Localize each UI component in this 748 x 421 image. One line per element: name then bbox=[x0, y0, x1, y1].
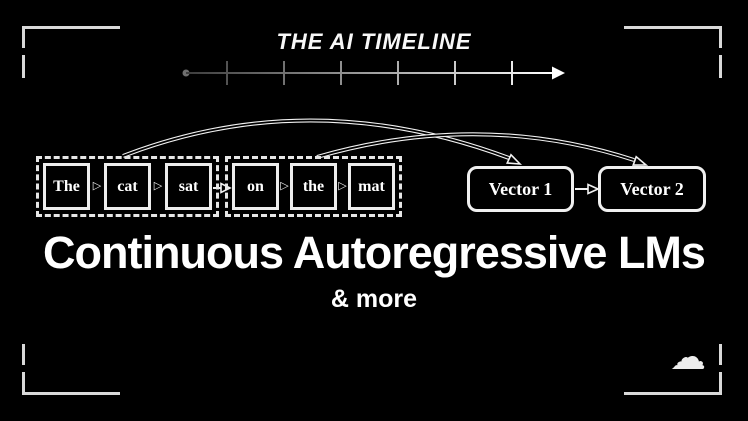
frame-corner-bottom-right bbox=[719, 372, 722, 395]
timeline-arrowhead-icon bbox=[552, 66, 565, 80]
cloud-icon: ☁ bbox=[670, 337, 706, 378]
frame-corner-top-right bbox=[624, 26, 722, 29]
frame-corner-bottom-left bbox=[22, 372, 25, 395]
token-box: mat bbox=[348, 163, 395, 210]
video-title: Continuous Autoregressive LMs bbox=[43, 227, 706, 278]
attention-arc-chunk1-to-vector1 bbox=[122, 119, 510, 159]
token-box: sat bbox=[165, 163, 212, 210]
vector-2-box: Vector 2 bbox=[598, 166, 706, 212]
token-box: cat bbox=[104, 163, 151, 210]
frame-corner-top-left bbox=[22, 26, 120, 29]
token-arrow-icon: ▷ bbox=[338, 180, 347, 192]
frame-corner-top-left bbox=[22, 26, 25, 48]
timeline-start-dot bbox=[182, 69, 190, 77]
arrowhead-icon bbox=[587, 183, 600, 195]
token-arrow-icon: ▷ bbox=[280, 180, 289, 192]
token-box: The bbox=[43, 163, 90, 210]
token-box: the bbox=[290, 163, 337, 210]
token-arrow-icon: ▷ bbox=[92, 180, 102, 192]
token-chunk-2: on ▷ the ▷ mat bbox=[225, 156, 402, 217]
frame-corner-bottom-left bbox=[22, 392, 120, 395]
frame-corner-top-left bbox=[22, 55, 25, 78]
attention-arc-chunk1-to-vector1 bbox=[122, 118, 510, 160]
token-box: on bbox=[232, 163, 279, 210]
arrowhead-icon bbox=[632, 155, 649, 166]
frame-corner-bottom-left bbox=[22, 344, 25, 365]
token-arrow-icon: ▷ bbox=[153, 180, 163, 192]
page-title: THE AI TIMELINE bbox=[276, 29, 472, 54]
frame-corner-top-right bbox=[719, 26, 722, 48]
arrowhead-icon bbox=[505, 153, 523, 165]
video-subtitle: & more bbox=[330, 285, 418, 313]
token-chunk-1: The ▷ cat ▷ sat bbox=[36, 156, 219, 217]
frame-corner-bottom-right bbox=[719, 344, 722, 365]
frame-corner-bottom-right bbox=[624, 392, 722, 395]
vector-1-box: Vector 1 bbox=[467, 166, 574, 212]
frame-corner-top-right bbox=[719, 55, 722, 78]
